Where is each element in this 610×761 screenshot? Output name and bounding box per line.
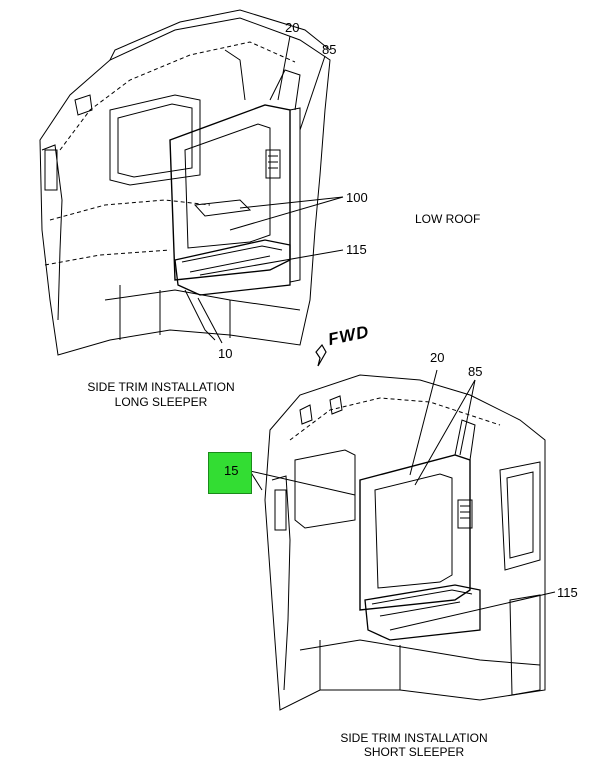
caption-short-sleeper-line1: SIDE TRIM INSTALLATION	[340, 731, 488, 745]
leader-85-short-b	[459, 379, 476, 456]
leader-15-short-b	[249, 470, 263, 491]
callout-100-long: 100	[346, 190, 368, 205]
leader-100-long-a	[239, 196, 344, 209]
callout-10-long: 10	[218, 346, 233, 361]
callout-20-short: 20	[430, 350, 445, 365]
callout-20-long: 20	[285, 20, 300, 35]
highlight-box-15	[208, 452, 252, 494]
callout-85-long: 85	[322, 42, 337, 57]
leader-100-long-b	[229, 196, 344, 231]
callout-115-long: 115	[346, 242, 367, 257]
leader-85-long	[299, 55, 326, 131]
leader-10-long	[197, 297, 223, 344]
leader-15-short	[249, 470, 356, 496]
caption-long-sleeper-line2: LONG SLEEPER	[114, 395, 208, 409]
leader-20-long	[277, 35, 291, 101]
callout-115-short: 115	[557, 585, 578, 600]
leader-85-short	[414, 379, 476, 486]
caption-long-sleeper-line1: SIDE TRIM INSTALLATION	[87, 380, 235, 394]
caption-short-sleeper-line2: SHORT SLEEPER	[363, 745, 465, 759]
leader-115-short	[389, 591, 556, 631]
callout-15-short: 15	[224, 463, 239, 478]
view-title: LOW ROOF	[415, 212, 481, 226]
leader-20-short	[409, 369, 438, 476]
leader-115-long	[199, 249, 344, 276]
callout-85-short: 85	[468, 364, 483, 379]
